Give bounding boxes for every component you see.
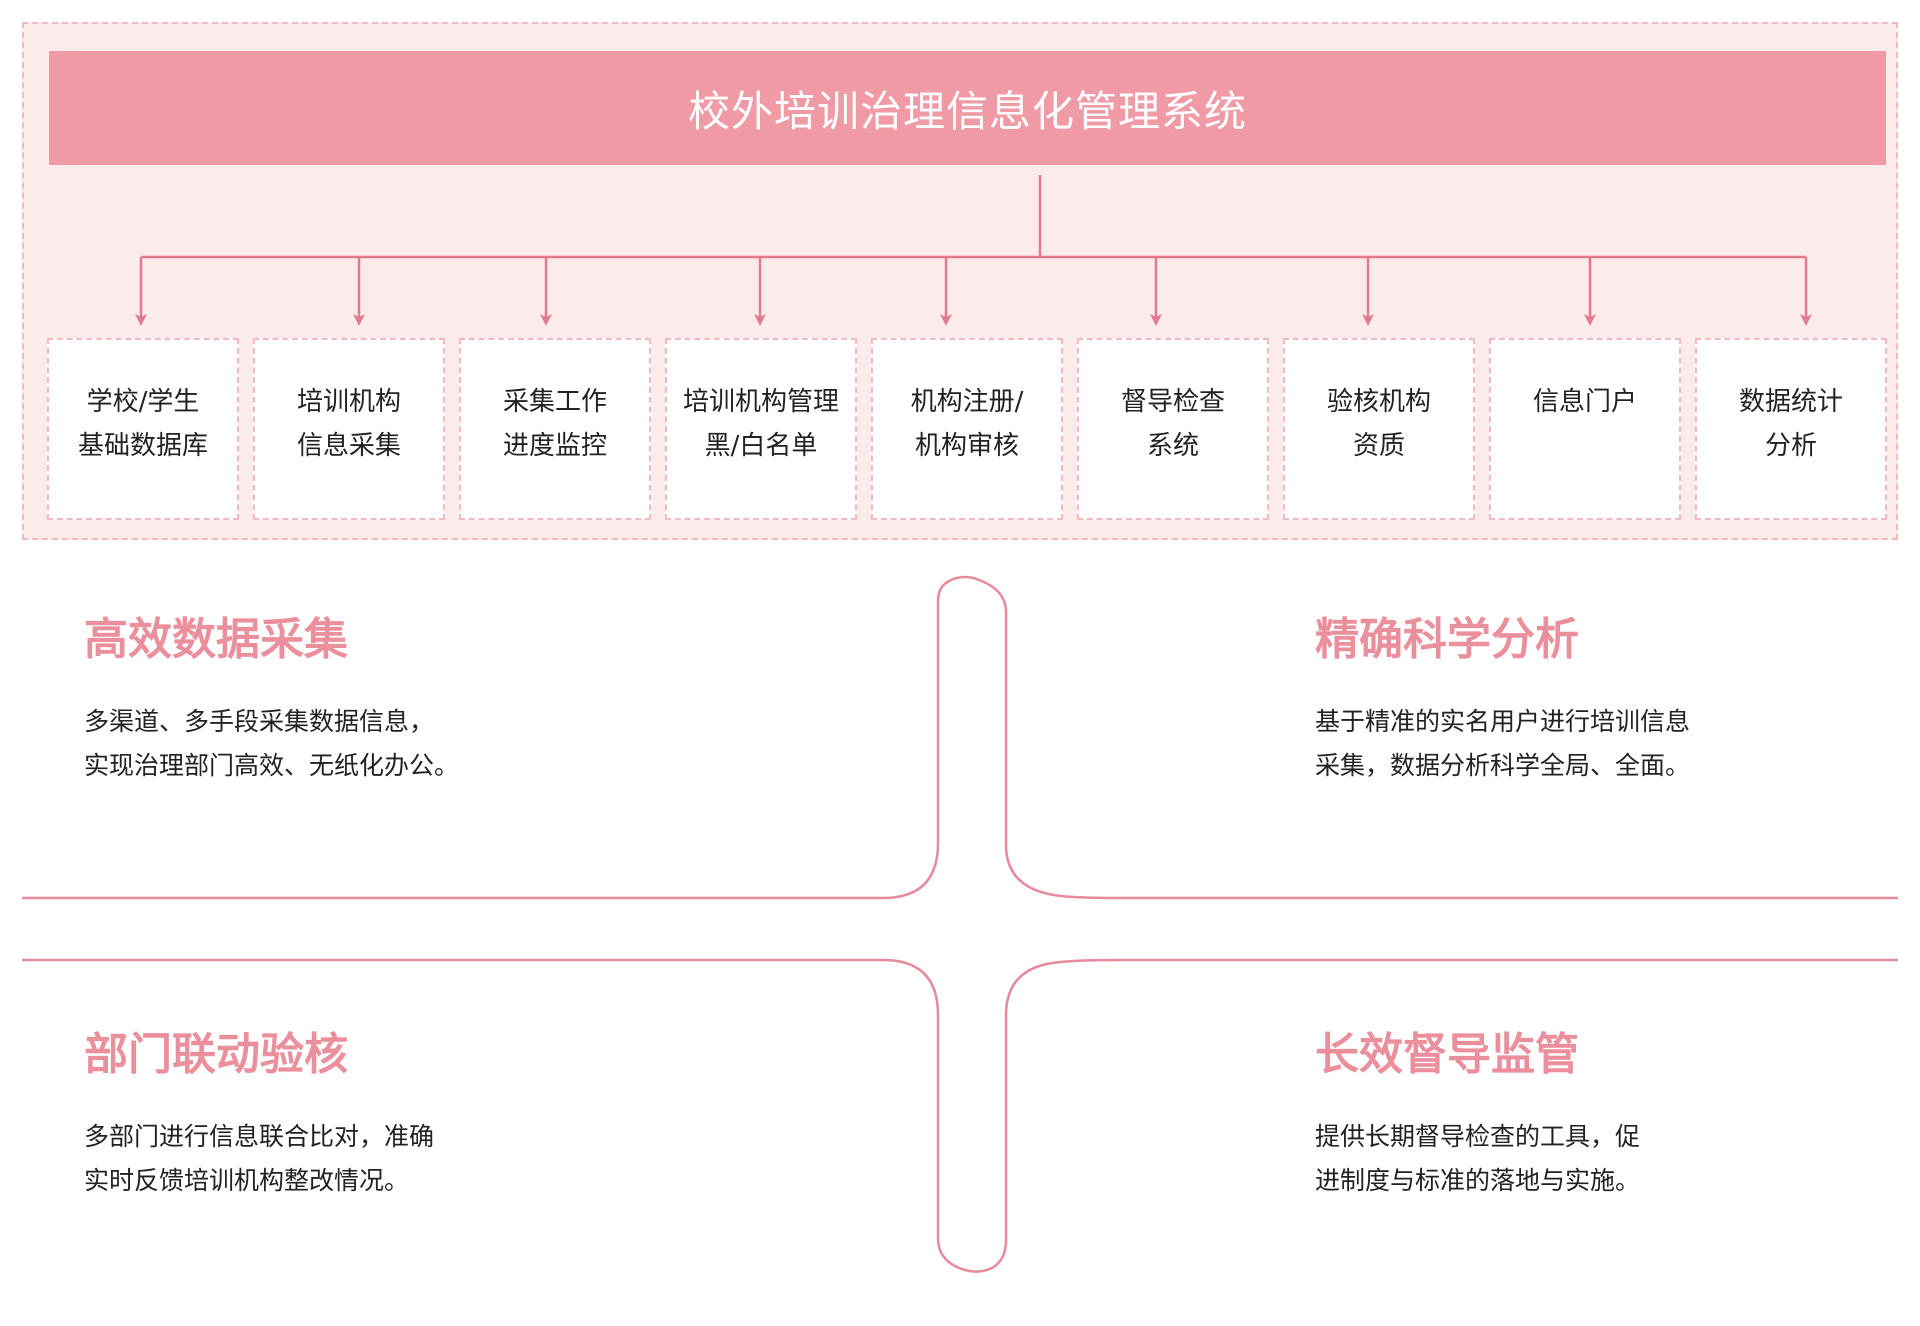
module-label: 信息门户 [1532,387,1637,417]
feature-description: 提供长期督导检查的工具，促 进制度与标准的落地与实施。 [1315,1115,1640,1203]
module-label: 分析 [1764,431,1817,461]
module-label: 采集工作 [502,387,607,417]
feature-description: 基于精准的实名用户进行培训信息 采集，数据分析科学全局、全面。 [1315,700,1690,788]
module-label: 机构审核 [914,431,1019,461]
module-label: 数据统计 [1738,387,1843,417]
feature-long-term-supervision: 长效督导监管 提供长期督导检查的工具，促 进制度与标准的落地与实施。 [1315,1025,1640,1203]
module-label: 系统 [1146,431,1199,461]
feature-description-line: 提供长期督导检查的工具，促 [1315,1122,1641,1151]
module-label: 培训机构管理 [682,387,839,417]
module-box-statistics-analysis[interactable]: 数据统计 分析 [1695,338,1887,520]
module-label: 学校/学生 [86,387,200,417]
module-label: 培训机构 [296,387,401,417]
feature-description: 多部门进行信息联合比对，准确 实时反馈培训机构整改情况。 [84,1115,434,1203]
divider-lower-left [22,958,1898,1273]
feature-description-line: 基于精准的实名用户进行培训信息 [1315,707,1691,736]
feature-department-verification: 部门联动验核 多部门进行信息联合比对，准确 实时反馈培训机构整改情况。 [84,1025,434,1203]
feature-description-line: 进制度与标准的落地与实施。 [1315,1166,1641,1195]
module-label: 督导检查 [1120,387,1225,417]
module-box-info-portal[interactable]: 信息门户 [1489,338,1681,520]
module-label: 信息采集 [296,431,401,461]
module-box-institution-info-collection[interactable]: 培训机构 信息采集 [253,338,445,520]
module-label: 验核机构 [1326,387,1431,417]
feature-description-line: 多部门进行信息联合比对，准确 [84,1122,435,1151]
module-label: 基础数据库 [77,431,208,461]
feature-description: 多渠道、多手段采集数据信息， 实现治理部门高效、无纸化办公。 [84,700,459,788]
feature-description-line: 采集，数据分析科学全局、全面。 [1315,751,1691,780]
feature-description-line: 实时反馈培训机构整改情况。 [84,1166,410,1195]
module-box-school-student-db[interactable]: 学校/学生 基础数据库 [47,338,239,520]
module-box-registration-review[interactable]: 机构注册/ 机构审核 [871,338,1063,520]
feature-title: 部门联动验核 [84,1029,348,1080]
module-label: 机构注册/ [910,387,1024,417]
module-label: 进度监控 [502,431,607,461]
feature-data-collection: 高效数据采集 多渠道、多手段采集数据信息， 实现治理部门高效、无纸化办公。 [84,610,459,788]
feature-title: 精确科学分析 [1315,614,1579,665]
module-label: 黑/白名单 [704,431,818,461]
divider-upper-left [22,575,1898,900]
module-box-collection-progress[interactable]: 采集工作 进度监控 [459,338,651,520]
system-title: 校外培训治理信息化管理系统 [687,86,1247,136]
feature-description-line: 实现治理部门高效、无纸化办公。 [84,751,460,780]
module-box-blacklist-whitelist[interactable]: 培训机构管理 黑/白名单 [665,338,857,520]
feature-description-line: 多渠道、多手段采集数据信息， [84,707,435,736]
feature-title: 高效数据采集 [84,614,348,665]
system-title-bar: 校外培训治理信息化管理系统 [49,51,1886,165]
feature-scientific-analysis: 精确科学分析 基于精准的实名用户进行培训信息 采集，数据分析科学全局、全面。 [1315,610,1690,788]
feature-title: 长效督导监管 [1315,1029,1579,1080]
module-label: 资质 [1352,431,1405,461]
module-box-inspection-system[interactable]: 督导检查 系统 [1077,338,1269,520]
module-box-qualification-check[interactable]: 验核机构 资质 [1283,338,1475,520]
